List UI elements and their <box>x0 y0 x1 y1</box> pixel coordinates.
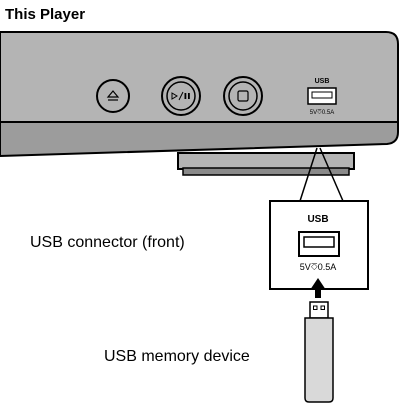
callout-rating: 5V⎏0.5A <box>300 262 337 272</box>
player-usb-port-rating: 5V⎏0.5A <box>310 109 334 116</box>
stop-icon <box>237 90 249 102</box>
play-pause-icon <box>171 91 190 101</box>
usb-memory-label: USB memory device <box>104 348 250 365</box>
callout-usb-label: USB <box>307 214 328 225</box>
insert-arrow <box>310 278 326 298</box>
usb-connector-callout: USB 5V⎏0.5A <box>269 200 369 290</box>
eject-icon <box>106 90 120 101</box>
usb-memory-stick <box>304 301 334 403</box>
stop-button[interactable] <box>223 76 263 116</box>
play-pause-button[interactable] <box>161 76 201 116</box>
player-base <box>177 152 355 176</box>
usb-connector-label: USB connector (front) <box>30 234 185 251</box>
eject-button[interactable] <box>96 79 130 113</box>
player-usb-port: USB 5V⎏0.5A <box>307 78 337 116</box>
diagram-title: This Player <box>5 6 86 23</box>
callout-lines <box>299 147 344 202</box>
player-usb-port-label: USB <box>315 78 330 85</box>
